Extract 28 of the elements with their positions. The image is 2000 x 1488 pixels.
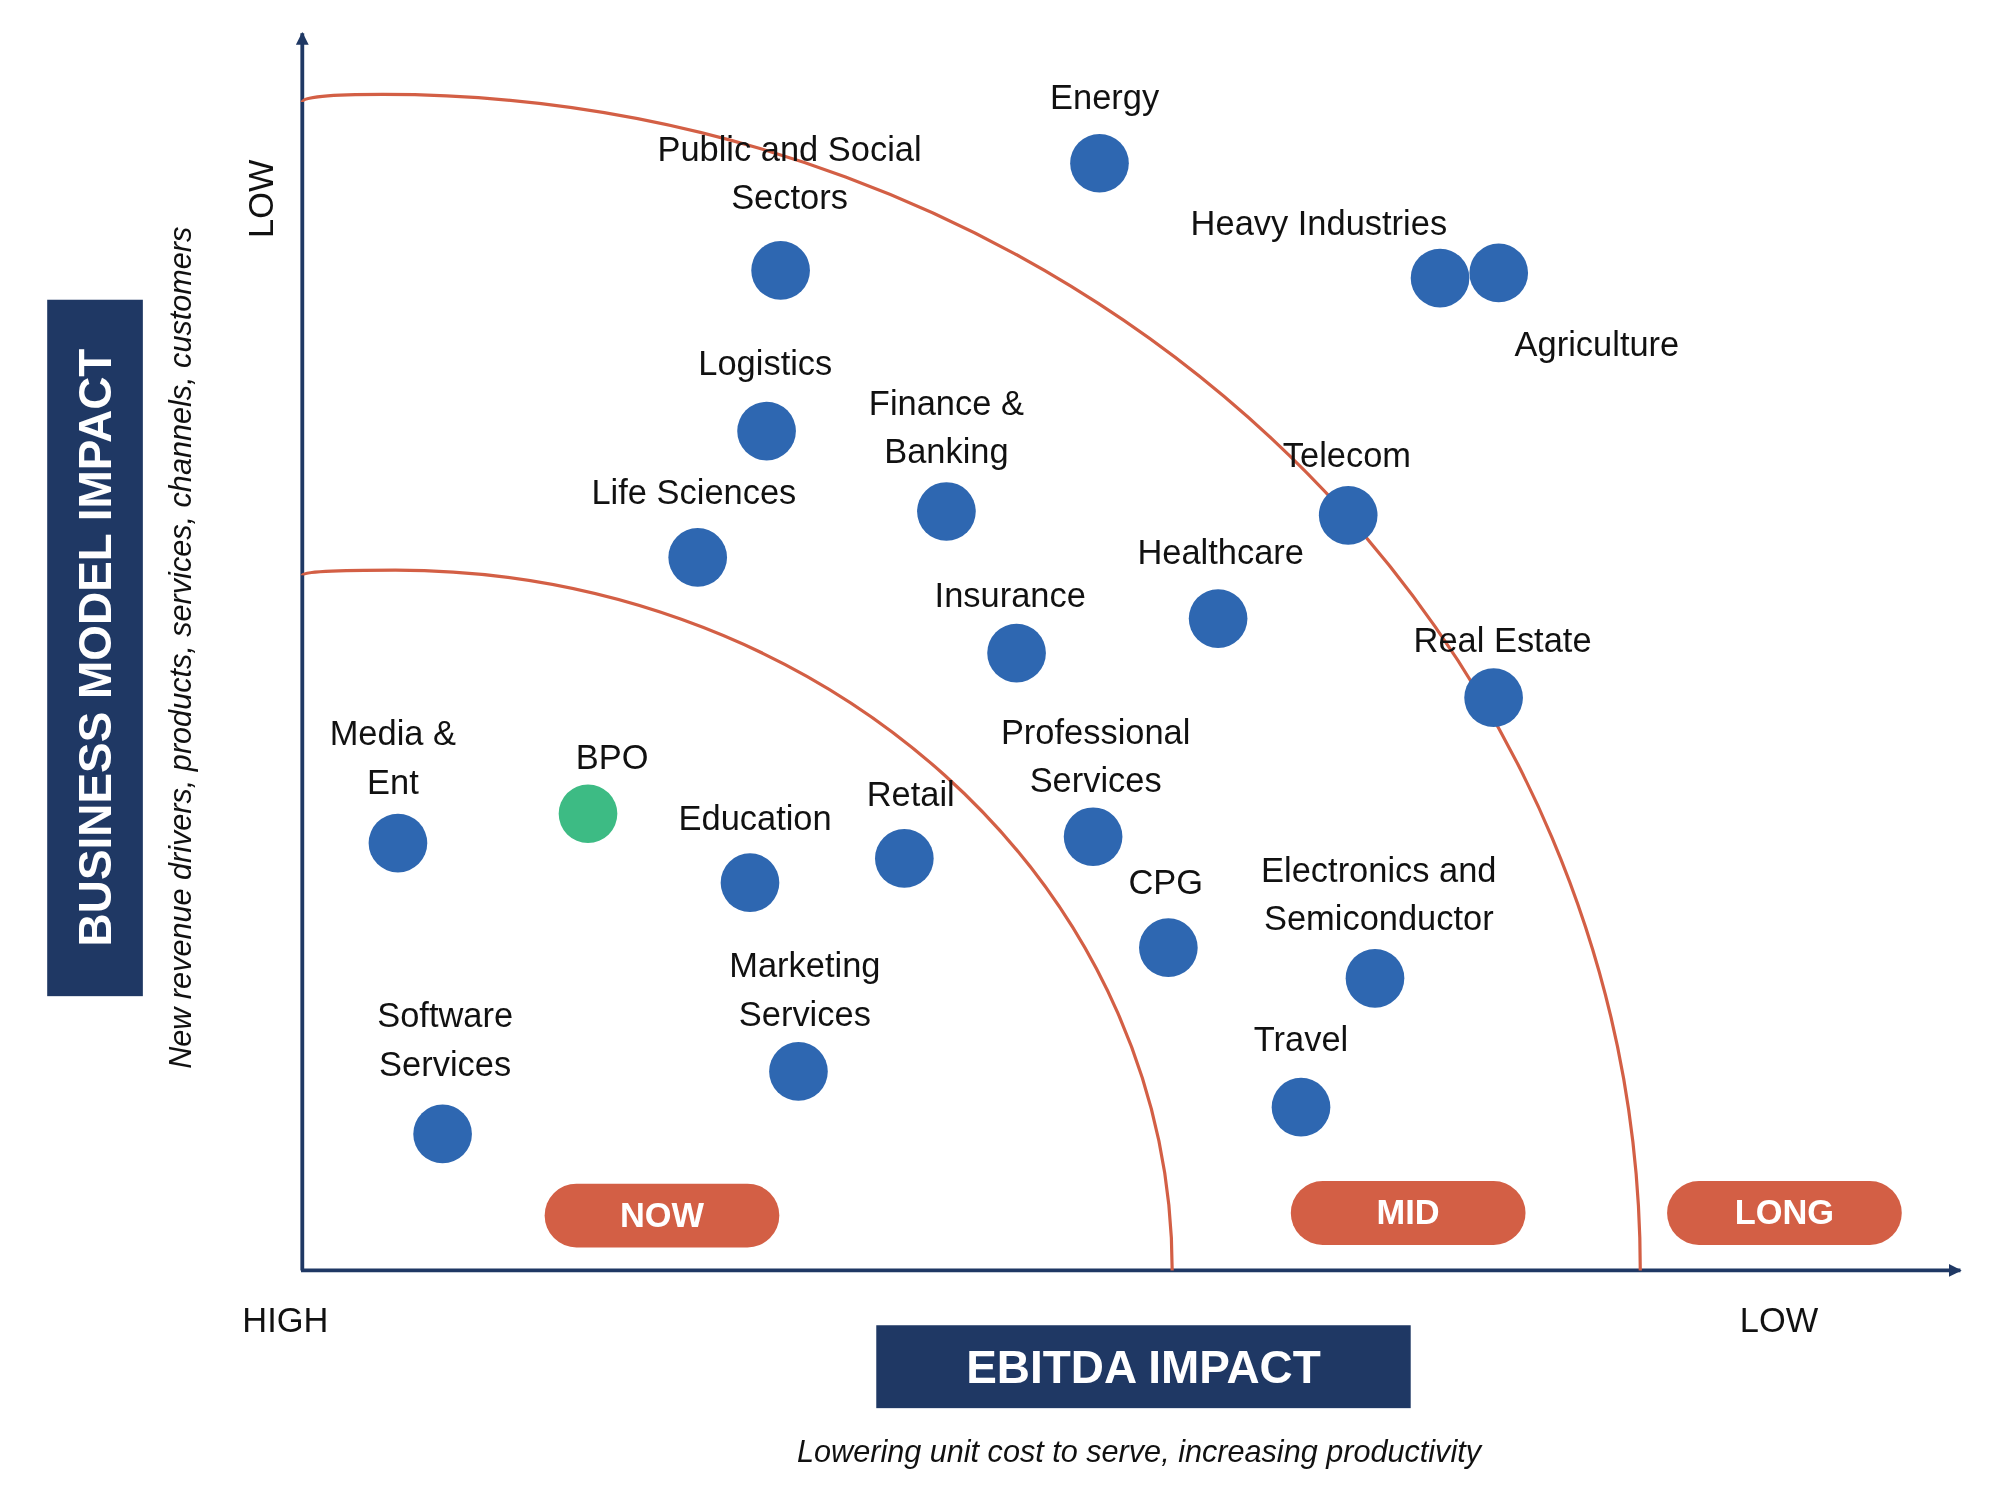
industry-label: Retail: [866, 774, 955, 816]
industry-label: CPG: [1128, 862, 1204, 904]
industry-label: Logistics: [698, 343, 833, 385]
axis-subtitle: Lowering unit cost to serve, increasing productivity: [796, 1433, 1484, 1470]
axis-subtitle: New revenue drivers, products, services, channels, customers: [163, 225, 199, 1071]
time-horizon-pill: NOW: [544, 1183, 780, 1248]
industry-label: Professional Services: [999, 712, 1192, 802]
time-horizon-pill: MID: [1290, 1181, 1526, 1245]
axis-title-banner: EBITDA IMPACT: [876, 1325, 1411, 1409]
axis-end-label: LOW: [1739, 1301, 1819, 1341]
time-horizon-pill: LONG: [1667, 1181, 1902, 1245]
axis-title-banner: BUSINESS MODEL IMPACT: [47, 299, 143, 997]
industry-label: Finance & Banking: [867, 383, 1025, 473]
industry-label: Electronics and Semiconductor: [1260, 850, 1498, 940]
industry-label: Education: [678, 798, 832, 841]
industry-label: Life Sciences: [591, 472, 797, 514]
industry-label: Media & Ent: [329, 713, 457, 803]
industry-label: Healthcare: [1137, 532, 1304, 574]
industry-label: Energy: [1050, 76, 1160, 119]
industry-label: Insurance: [934, 575, 1086, 617]
industry-label: BPO: [575, 737, 649, 779]
industry-label: Agriculture: [1514, 324, 1680, 366]
industry-label: Marketing Services: [728, 945, 882, 1036]
industry-label: Software Services: [376, 995, 515, 1085]
axis-end-label: LOW: [242, 159, 282, 238]
axis-end-label: HIGH: [242, 1301, 329, 1341]
industry-label: Heavy Industries: [1190, 203, 1448, 245]
industry-label: Travel: [1253, 1019, 1349, 1061]
